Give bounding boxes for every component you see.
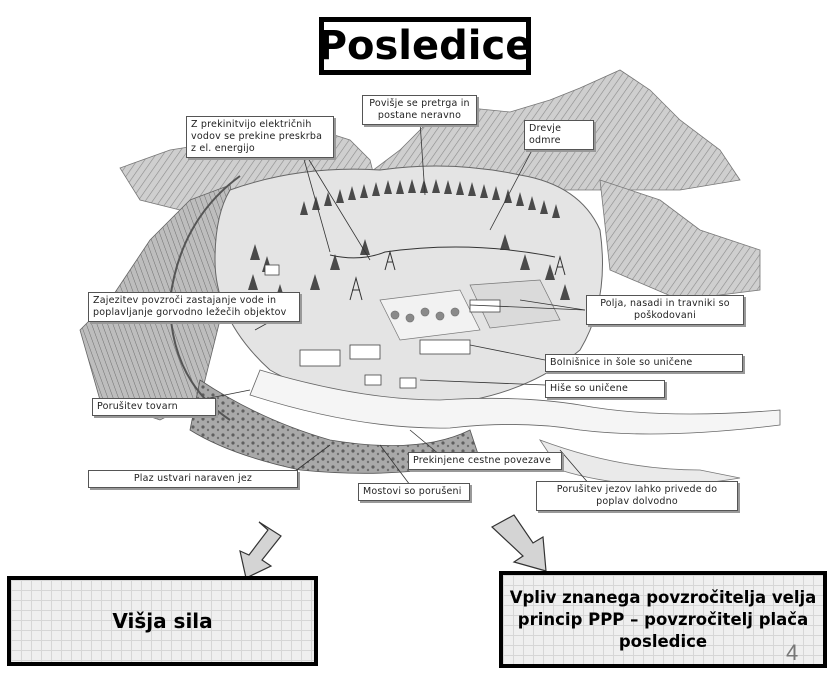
label-plaz: Plaz ustvari naraven jez bbox=[88, 470, 298, 488]
page-number: 4 bbox=[786, 640, 798, 666]
page-title: Posledice bbox=[318, 23, 533, 69]
label-povisje: Povišje se pretrga in postane neravno bbox=[362, 95, 477, 125]
label-jezovi: Porušitev jezov lahko privede do poplav … bbox=[536, 481, 738, 511]
arrow-right bbox=[492, 515, 546, 571]
label-zajezitev: Zajezitev povzroči zastajanje vode in po… bbox=[88, 292, 300, 322]
arrow-left bbox=[240, 522, 281, 578]
label-hise: Hiše so uničene bbox=[545, 380, 665, 398]
label-mostovi: Mostovi so porušeni bbox=[358, 483, 470, 501]
outcome-force-majeure: Višja sila bbox=[7, 576, 318, 666]
label-polja: Polja, nasadi in travniki so poškodovani bbox=[586, 295, 744, 325]
river-lower bbox=[540, 440, 740, 485]
label-ceste: Prekinjene cestne povezave bbox=[408, 452, 562, 470]
label-porusitev-tovarn: Porušitev tovarn bbox=[92, 398, 216, 416]
outcome-polluter-pays: Vpliv znanega povzročitelja velja princi… bbox=[499, 571, 827, 668]
label-prekinitev-vodov: Z prekinitvijo električnih vodov se prek… bbox=[186, 116, 334, 158]
label-drevje: Drevje odmre bbox=[524, 120, 594, 150]
label-bolnisnice: Bolnišnice in šole so uničene bbox=[545, 354, 743, 372]
page-title-box: Posledice bbox=[319, 17, 531, 75]
